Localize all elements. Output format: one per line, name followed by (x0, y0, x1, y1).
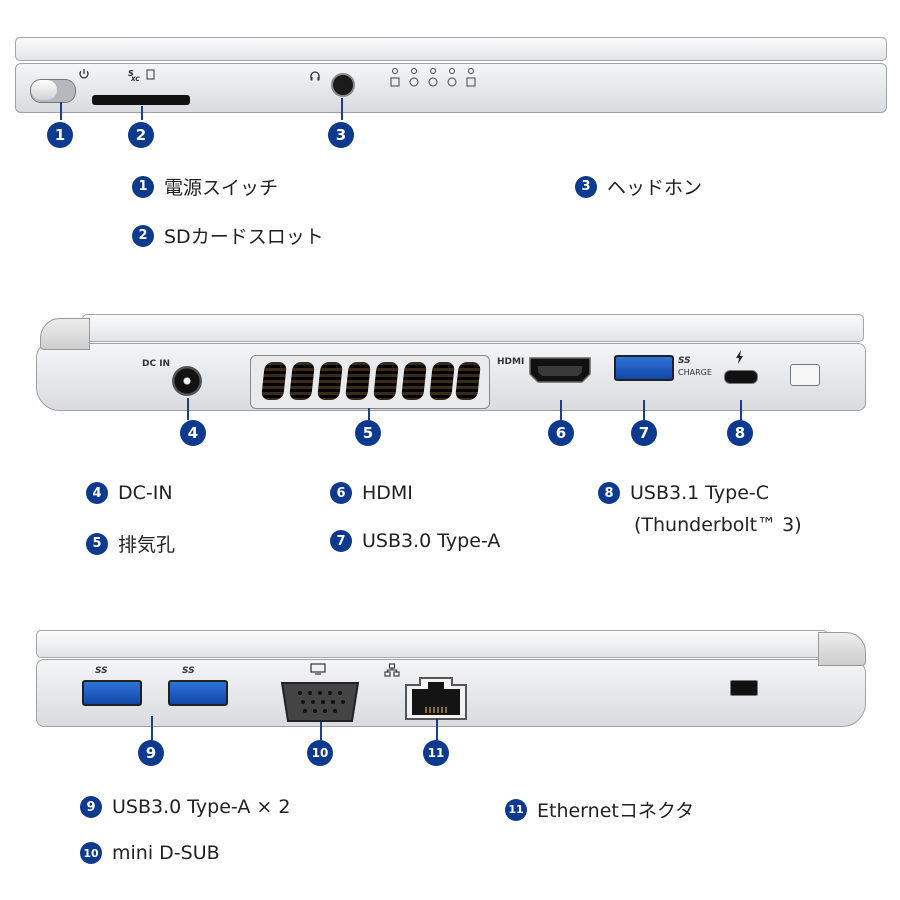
power-switch-knob (31, 80, 57, 100)
thunderbolt-icon (736, 350, 743, 364)
legend-usb-x2: 9 USB3.0 Type-A × 2 (80, 796, 290, 818)
label-dsub: mini D-SUB (112, 842, 220, 864)
left-lid (82, 314, 864, 342)
hdmi-port (529, 357, 591, 383)
legend-badge-6: 6 (330, 482, 352, 504)
sd-card-slot (92, 95, 190, 105)
badge-2: 2 (128, 122, 154, 148)
network-icon (384, 663, 400, 677)
legend-badge-4: 4 (86, 482, 108, 504)
label-usbc: USB3.1 Type-C (630, 482, 770, 504)
vent-slot (429, 362, 455, 400)
svg-text:XC: XC (130, 76, 140, 82)
charge-marking: CHARGE (678, 368, 712, 377)
headphone-jack (331, 73, 355, 97)
usb-c-port (724, 370, 758, 384)
vent-slot (455, 362, 481, 400)
legend-ethernet: 11 Ethernetコネクタ (505, 796, 694, 823)
label-usb-x2: USB3.0 Type-A × 2 (112, 796, 291, 818)
indicator-window (790, 364, 820, 386)
usb30-port (614, 355, 674, 381)
legend-badge-9: 9 (80, 796, 102, 818)
power-icon (79, 69, 89, 79)
legend-dc-in: 4 DC-IN (86, 482, 173, 504)
legend-headphone: 3 ヘッドホン (575, 173, 702, 200)
hdmi-marking: HDMI (497, 357, 525, 367)
legend-vent: 5 排気孔 (86, 530, 175, 557)
badge-4: 4 (180, 420, 206, 446)
legend-badge-2: 2 (132, 224, 154, 247)
usb30-port-1 (82, 680, 142, 706)
svg-text:S: S (128, 69, 134, 78)
legend-badge-8: 8 (598, 482, 620, 504)
vent-slot (317, 362, 343, 400)
label-power-switch: 電源スイッチ (164, 177, 279, 199)
ss-marking: SS (678, 356, 691, 366)
label-ethernet: Ethernetコネクタ (537, 800, 695, 822)
sdxc-logo-icon: S XC (128, 69, 155, 82)
badge-8: 8 (727, 420, 753, 446)
label-usbc-sub: (Thunderbolt™ 3) (634, 514, 802, 536)
vent-slot (373, 362, 399, 400)
label-hdmi: HDMI (362, 482, 413, 504)
badge-7: 7 (631, 420, 657, 446)
label-headphone: ヘッドホン (607, 177, 703, 199)
label-sd-slot: SDカードスロット (164, 226, 324, 248)
vent-slot (401, 362, 427, 400)
label-usb30: USB3.0 Type-A (362, 530, 501, 552)
badge-11: 11 (423, 740, 449, 766)
legend-usb30: 7 USB3.0 Type-A (330, 530, 500, 552)
legend-badge-10: 10 (80, 842, 102, 864)
legend-hdmi: 6 HDMI (330, 482, 413, 504)
ss-marking: SS (95, 666, 108, 676)
ss-marking: SS (182, 666, 195, 676)
vent-slot (261, 362, 287, 400)
vent-slot (345, 362, 371, 400)
headphone-icon (310, 71, 320, 81)
security-lock-slot (730, 680, 758, 696)
badge-1: 1 (47, 122, 73, 148)
legend-sd: 2 SDカードスロット (132, 222, 324, 249)
usb30-port-2 (168, 680, 228, 706)
dc-in-marking: DC IN (142, 359, 171, 369)
badge-6: 6 (548, 420, 574, 446)
mini-d-sub-port (280, 682, 360, 722)
legend-power: 1 電源スイッチ (132, 173, 278, 200)
badge-9: 9 (138, 740, 164, 766)
label-dc-in: DC-IN (118, 482, 173, 504)
ethernet-port (405, 677, 467, 720)
vent-slot (289, 362, 315, 400)
front-lid (15, 37, 887, 61)
status-led-row (388, 67, 480, 91)
legend-badge-3: 3 (575, 175, 597, 198)
status-led-icons (390, 68, 476, 87)
badge-3: 3 (328, 122, 354, 148)
legend-dsub: 10 mini D-SUB (80, 842, 220, 864)
badge-10: 10 (307, 740, 333, 766)
legend-badge-5: 5 (86, 532, 108, 555)
label-vent: 排気孔 (118, 534, 176, 556)
legend-badge-1: 1 (132, 175, 154, 198)
dc-in-port (172, 366, 202, 396)
hinge (40, 318, 90, 350)
hinge (818, 632, 866, 666)
badge-5: 5 (355, 420, 381, 446)
monitor-icon (310, 663, 326, 675)
right-lid (36, 630, 828, 658)
legend-usbc: 8 USB3.1 Type-C (598, 482, 769, 504)
exhaust-vent (250, 355, 490, 409)
legend-badge-7: 7 (330, 530, 352, 552)
legend-badge-11: 11 (505, 798, 527, 821)
